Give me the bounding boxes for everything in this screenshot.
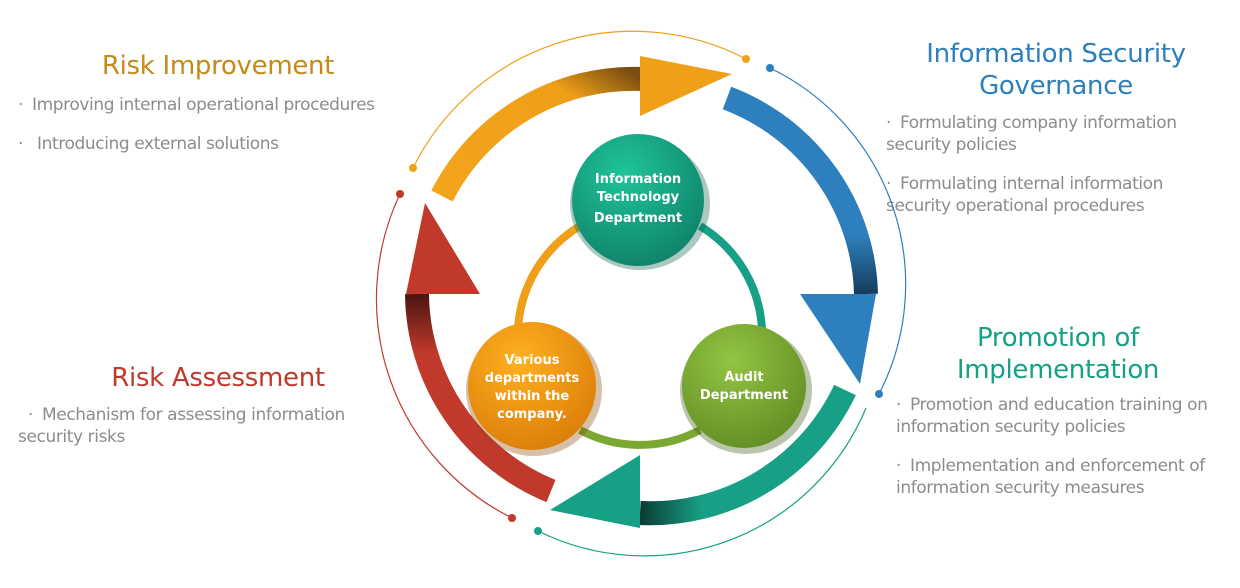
promotion-item: ·Promotion and education training on inf… (896, 395, 1208, 437)
inner-ring-teal (697, 222, 766, 331)
audit-department-label: Audit (724, 370, 763, 385)
risk-improvement-item: ·Improving internal operational procedur… (18, 95, 375, 115)
audit-department-label: Department (700, 388, 788, 403)
various-departments-label: Various (505, 353, 560, 368)
arc-dot-red (508, 514, 516, 522)
bullet: · (896, 395, 902, 415)
thin-arc-orange (412, 30, 747, 169)
arrowhead-blue (800, 294, 876, 384)
risk-improvement-item: · Introducing external solutions (18, 134, 279, 154)
it-department-node: Information Technology Department (570, 134, 710, 270)
thin-arc-teal (537, 407, 867, 557)
risk-assessment-item: ·Mechanism for assessing information sec… (18, 405, 345, 447)
arrowhead-orange (640, 56, 732, 116)
promotion-item: ·Implementation and enforcement of infor… (896, 456, 1205, 498)
bullet: · (886, 174, 892, 194)
risk-assessment-section: Risk Assessment ·Mechanism for assessing… (18, 362, 398, 465)
risk-improvement-title: Risk Improvement (101, 51, 335, 81)
isg-title: Information Security Governance (926, 39, 1186, 101)
arc-dot-red (396, 190, 404, 198)
it-department-label: Technology (597, 190, 680, 205)
inner-ring-green (578, 426, 702, 449)
various-departments-label: departments (485, 371, 580, 386)
arc-band-orange (431, 66, 643, 202)
info-security-governance-section: Information Security Governance ·Formula… (886, 38, 1226, 234)
bullet: · (28, 405, 34, 425)
bullet: · (886, 113, 892, 133)
various-departments-node: Various departments within the company. (466, 322, 602, 456)
promotion-title: Promotion of Implementation (956, 323, 1160, 385)
arc-dot-blue (766, 64, 774, 72)
various-departments-label: within the (495, 389, 570, 404)
inner-ring-orange (514, 222, 583, 331)
arrowhead-red (406, 203, 480, 294)
thin-arc-red (375, 193, 513, 519)
it-department-label: Department (594, 211, 682, 226)
promotion-section: Promotion of Implementation ·Promotion a… (896, 322, 1226, 516)
arrowhead-teal (550, 455, 640, 528)
bullet: · (18, 95, 24, 115)
arc-band-teal (639, 384, 856, 526)
arc-dot-orange (742, 55, 750, 63)
isg-item: ·Formulating internal information securi… (886, 174, 1164, 216)
various-departments-label: company. (497, 407, 567, 422)
arc-dot-orange (409, 164, 417, 172)
it-department-label: Information (595, 172, 681, 187)
risk-improvement-section: Risk Improvement ·Improving internal ope… (18, 50, 438, 172)
arc-dot-teal (534, 527, 542, 535)
bullet: · (18, 134, 24, 154)
arc-band-red (405, 293, 556, 503)
audit-department-node: Audit Department (680, 324, 812, 454)
thin-arc-blue (769, 67, 907, 395)
bullet: · (896, 456, 902, 476)
risk-assessment-title: Risk Assessment (111, 363, 325, 393)
arc-band-blue (722, 86, 878, 295)
arc-dot-blue (875, 390, 883, 398)
isg-item: ·Formulating company information securit… (886, 113, 1177, 155)
